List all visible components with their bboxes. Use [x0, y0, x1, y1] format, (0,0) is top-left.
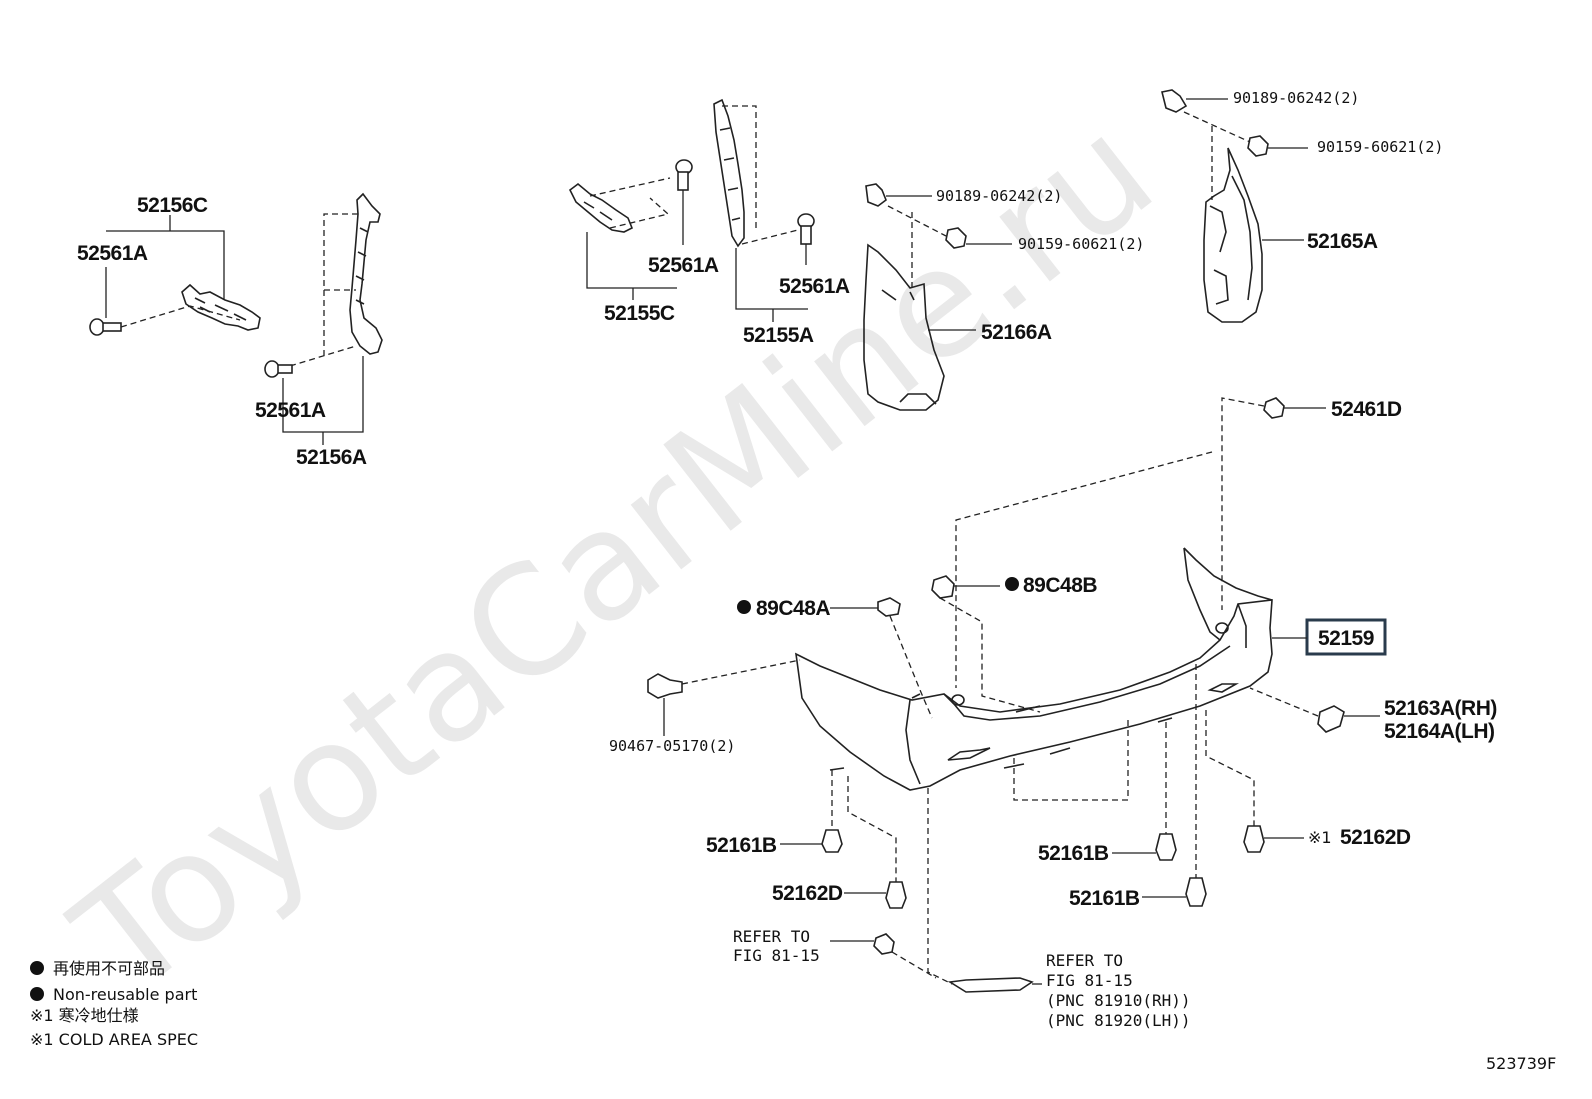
- rear-bumper-52159[interactable]: [795, 547, 1273, 791]
- bracket-52155A[interactable]: [713, 98, 745, 248]
- label-52155C: 52155C: [604, 302, 675, 325]
- figure-code: 523739F: [1486, 1054, 1556, 1073]
- bolt-52561A-upper2[interactable]: [797, 213, 815, 245]
- watermark: ToyotaCarMine.ru: [44, 84, 1185, 1028]
- label-52161B: 52161B: [706, 834, 777, 857]
- label-52162D: 52162D: [1340, 826, 1411, 849]
- clip-52162D-2[interactable]: [1243, 825, 1265, 853]
- label-90189-06242: 90189-06242(2): [936, 187, 1062, 205]
- bracket-52156A[interactable]: [349, 192, 383, 355]
- label-52561A: 52561A: [779, 275, 850, 298]
- reflector-part[interactable]: [947, 977, 1034, 993]
- cover-52163A-52164A[interactable]: [1317, 705, 1345, 733]
- mudguard-52166A[interactable]: [863, 243, 945, 411]
- legend-nonreusable-jp: 再使用不可部品: [53, 959, 165, 978]
- mudguard-52165A[interactable]: [1203, 147, 1263, 323]
- refer-text: (PNC 81910(RH)): [1046, 991, 1191, 1010]
- clip-52461D[interactable]: [1263, 397, 1285, 419]
- label-90189-06242: 90189-06242(2): [1233, 89, 1359, 107]
- refer-text[interactable]: FIG 81-15: [733, 946, 820, 965]
- refer-text[interactable]: FIG 81-15: [1046, 971, 1133, 990]
- legend-nonreusable-en: Non-reusable part: [53, 985, 197, 1004]
- label-52161B: 52161B: [1038, 842, 1109, 865]
- label-52461D: 52461D: [1331, 398, 1402, 421]
- nonreusable-dot: [1005, 577, 1019, 591]
- label-52163A-RH: 52163A(RH): [1384, 697, 1497, 720]
- refer-text[interactable]: REFER TO: [1046, 951, 1123, 970]
- nonreusable-dot: [737, 600, 751, 614]
- label-52165A: 52165A: [1307, 230, 1378, 253]
- cold-area-mark: ※1: [1308, 828, 1332, 847]
- clip-52161B-3[interactable]: [1185, 877, 1207, 907]
- label-52162D: 52162D: [772, 882, 843, 905]
- clip-52161B-2[interactable]: [1155, 833, 1177, 861]
- label-52161B: 52161B: [1069, 887, 1140, 910]
- highlight-box-52159: [1305, 618, 1387, 656]
- label-89C48B: 89C48B: [1023, 574, 1097, 597]
- clip-90189-06242-a[interactable]: [865, 183, 887, 207]
- bolt-90159-60621-a[interactable]: [945, 227, 967, 249]
- clip-52162D-1[interactable]: [885, 881, 907, 909]
- bolt-52561A-mid[interactable]: [264, 360, 293, 378]
- label-52155A: 52155A: [743, 324, 814, 347]
- refer-text: (PNC 81920(LH)): [1046, 1011, 1191, 1030]
- label-52159: 52159: [1318, 627, 1374, 650]
- label-52156C: 52156C: [137, 194, 208, 217]
- label-90159-60621: 90159-60621(2): [1018, 235, 1144, 253]
- legend-cold-en: ※1 COLD AREA SPEC: [30, 1030, 198, 1049]
- bolt-52561A-upper1[interactable]: [675, 159, 693, 191]
- legend-cold-jp: ※1 寒冷地仕様: [30, 1006, 139, 1025]
- label-52561A: 52561A: [255, 399, 326, 422]
- label-90467-05170: 90467-05170(2): [609, 737, 735, 755]
- bracket-52155C[interactable]: [568, 182, 634, 233]
- clip-90189-06242-b[interactable]: [1161, 89, 1188, 113]
- refer-text[interactable]: REFER TO: [733, 927, 810, 946]
- bracket-52156C[interactable]: [181, 283, 261, 331]
- label-52561A: 52561A: [77, 242, 148, 265]
- sensor-89C48A[interactable]: [877, 597, 901, 617]
- label-90159-60621: 90159-60621(2): [1317, 138, 1443, 156]
- bolt-52561A-left[interactable]: [89, 318, 122, 336]
- label-89C48A: 89C48A: [756, 597, 830, 620]
- label-52166A: 52166A: [981, 321, 1052, 344]
- clip-refer-fig-81-15[interactable]: [873, 933, 895, 955]
- label-52156A: 52156A: [296, 446, 367, 469]
- clip-52161B-1[interactable]: [821, 829, 843, 853]
- bolt-90159-60621-b[interactable]: [1247, 135, 1269, 157]
- label-52561A: 52561A: [648, 254, 719, 277]
- label-52164A-LH: 52164A(LH): [1384, 720, 1495, 743]
- legend-dot: [30, 987, 44, 1001]
- sensor-89C48B[interactable]: [931, 575, 955, 599]
- clip-90467-05170[interactable]: [647, 673, 683, 699]
- legend-dot: [30, 961, 44, 975]
